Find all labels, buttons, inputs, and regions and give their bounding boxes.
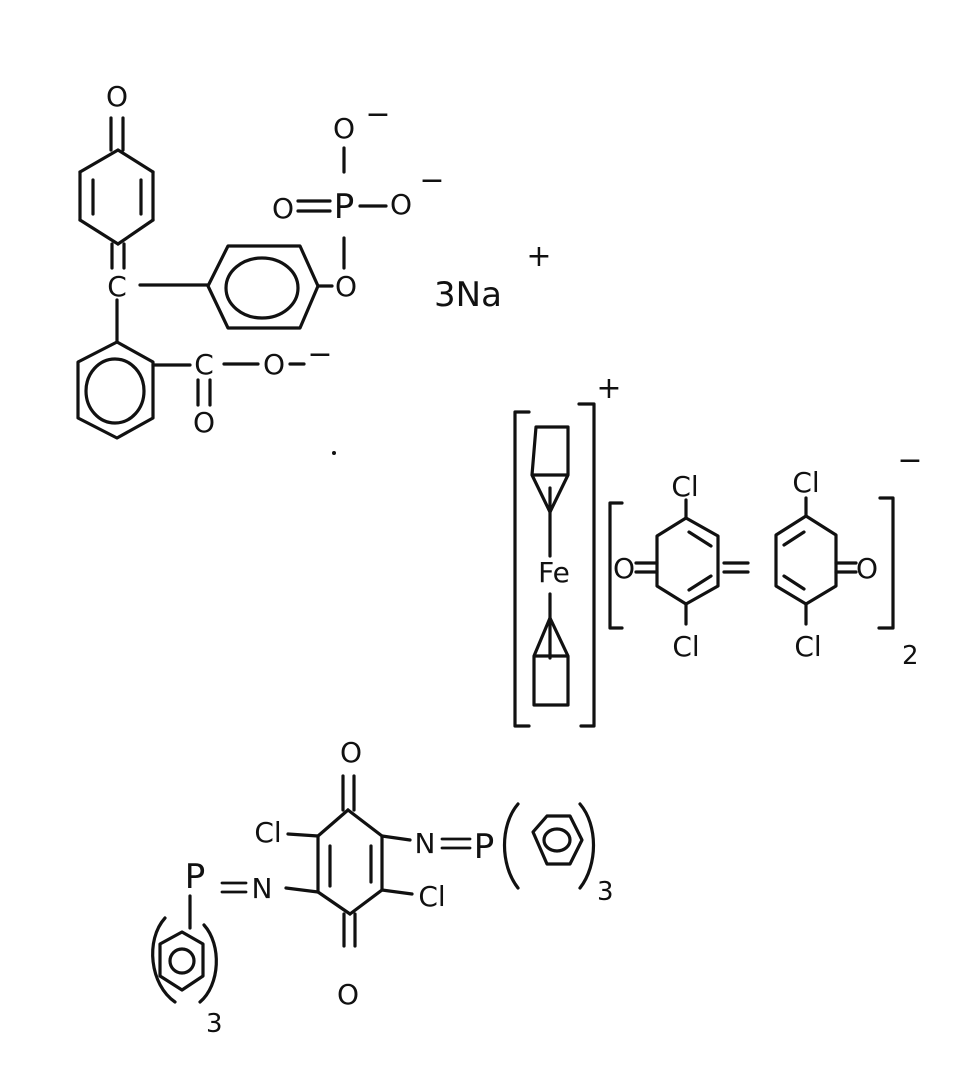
dichloro-diphenoquinone-anion: − 2 Cl Cl O Cl Cl O — [610, 443, 923, 671]
right-bottom-chlorine-label: Cl — [794, 630, 821, 663]
central-quinone-ring — [286, 776, 412, 946]
carbonyl-oxygen-label: O — [193, 406, 215, 439]
phenolphthalein-phosphate-structure: O C O P O O O − − C — [78, 80, 552, 439]
quinone-right-chlorine-label: Cl — [418, 880, 445, 913]
phenyl-ring — [208, 246, 332, 328]
carboxyl-carbon-label: C — [194, 348, 214, 381]
phosphate-right-oxygen-label: O — [390, 188, 412, 221]
carboxylate-charge: − — [307, 337, 332, 372]
right-nitrogen-label: N — [415, 827, 436, 860]
phosphate-right-charge: − — [419, 163, 444, 198]
ester-oxygen-label: O — [335, 270, 357, 303]
dichloro-bis-phosphinimino-quinone: O O Cl Cl N P 3 N P 3 — [153, 736, 614, 1039]
top-oxygen-label: O — [106, 80, 128, 113]
left-quinone-ring — [636, 500, 718, 624]
left-top-chlorine-label: Cl — [671, 470, 698, 503]
upper-cyclopentadienyl — [532, 427, 568, 556]
right-phenyl-subscript: 3 — [597, 877, 614, 907]
phosphorus-label: P — [334, 187, 355, 227]
carboxylate-oxygen-label: O — [263, 348, 285, 381]
quinone-left-chlorine-label: Cl — [254, 816, 281, 849]
left-triphenyl-group — [153, 896, 217, 1002]
benzoate-ring — [78, 300, 190, 438]
sodium-counterion-label: 3Na — [434, 275, 502, 315]
left-phenyl-subscript: 3 — [206, 1009, 223, 1039]
right-top-chlorine-label: Cl — [792, 466, 819, 499]
iron-label: Fe — [538, 556, 570, 589]
carboxylate-group — [198, 364, 304, 405]
left-nitrogen-label: N — [252, 872, 273, 905]
anion-subscript: 2 — [902, 641, 919, 671]
stray-dot — [332, 451, 336, 455]
quinone-bottom-oxygen-label: O — [337, 978, 359, 1011]
ferrocenium-cation: + Fe — [515, 371, 622, 726]
quinone-ring — [80, 118, 153, 268]
central-carbon-label: C — [107, 270, 127, 303]
phosphate-top-oxygen-label: O — [333, 112, 355, 145]
left-bottom-chlorine-label: Cl — [672, 630, 699, 663]
lower-cyclopentadienyl — [534, 594, 568, 705]
sodium-charge: + — [526, 239, 551, 274]
right-triphenyl-group — [505, 804, 594, 888]
anion-charge: − — [897, 443, 922, 478]
right-phosphorus-label: P — [474, 827, 495, 867]
quinone-top-oxygen-label: O — [340, 736, 362, 769]
right-oxygen-label: O — [856, 552, 878, 585]
ferrocenium-charge: + — [596, 371, 621, 406]
left-phosphorus-label: P — [185, 857, 206, 897]
left-oxygen-label: O — [613, 552, 635, 585]
phosphate-top-charge: − — [365, 97, 390, 132]
right-quinone-ring — [776, 498, 856, 624]
phosphate-double-oxygen-label: O — [272, 192, 294, 225]
